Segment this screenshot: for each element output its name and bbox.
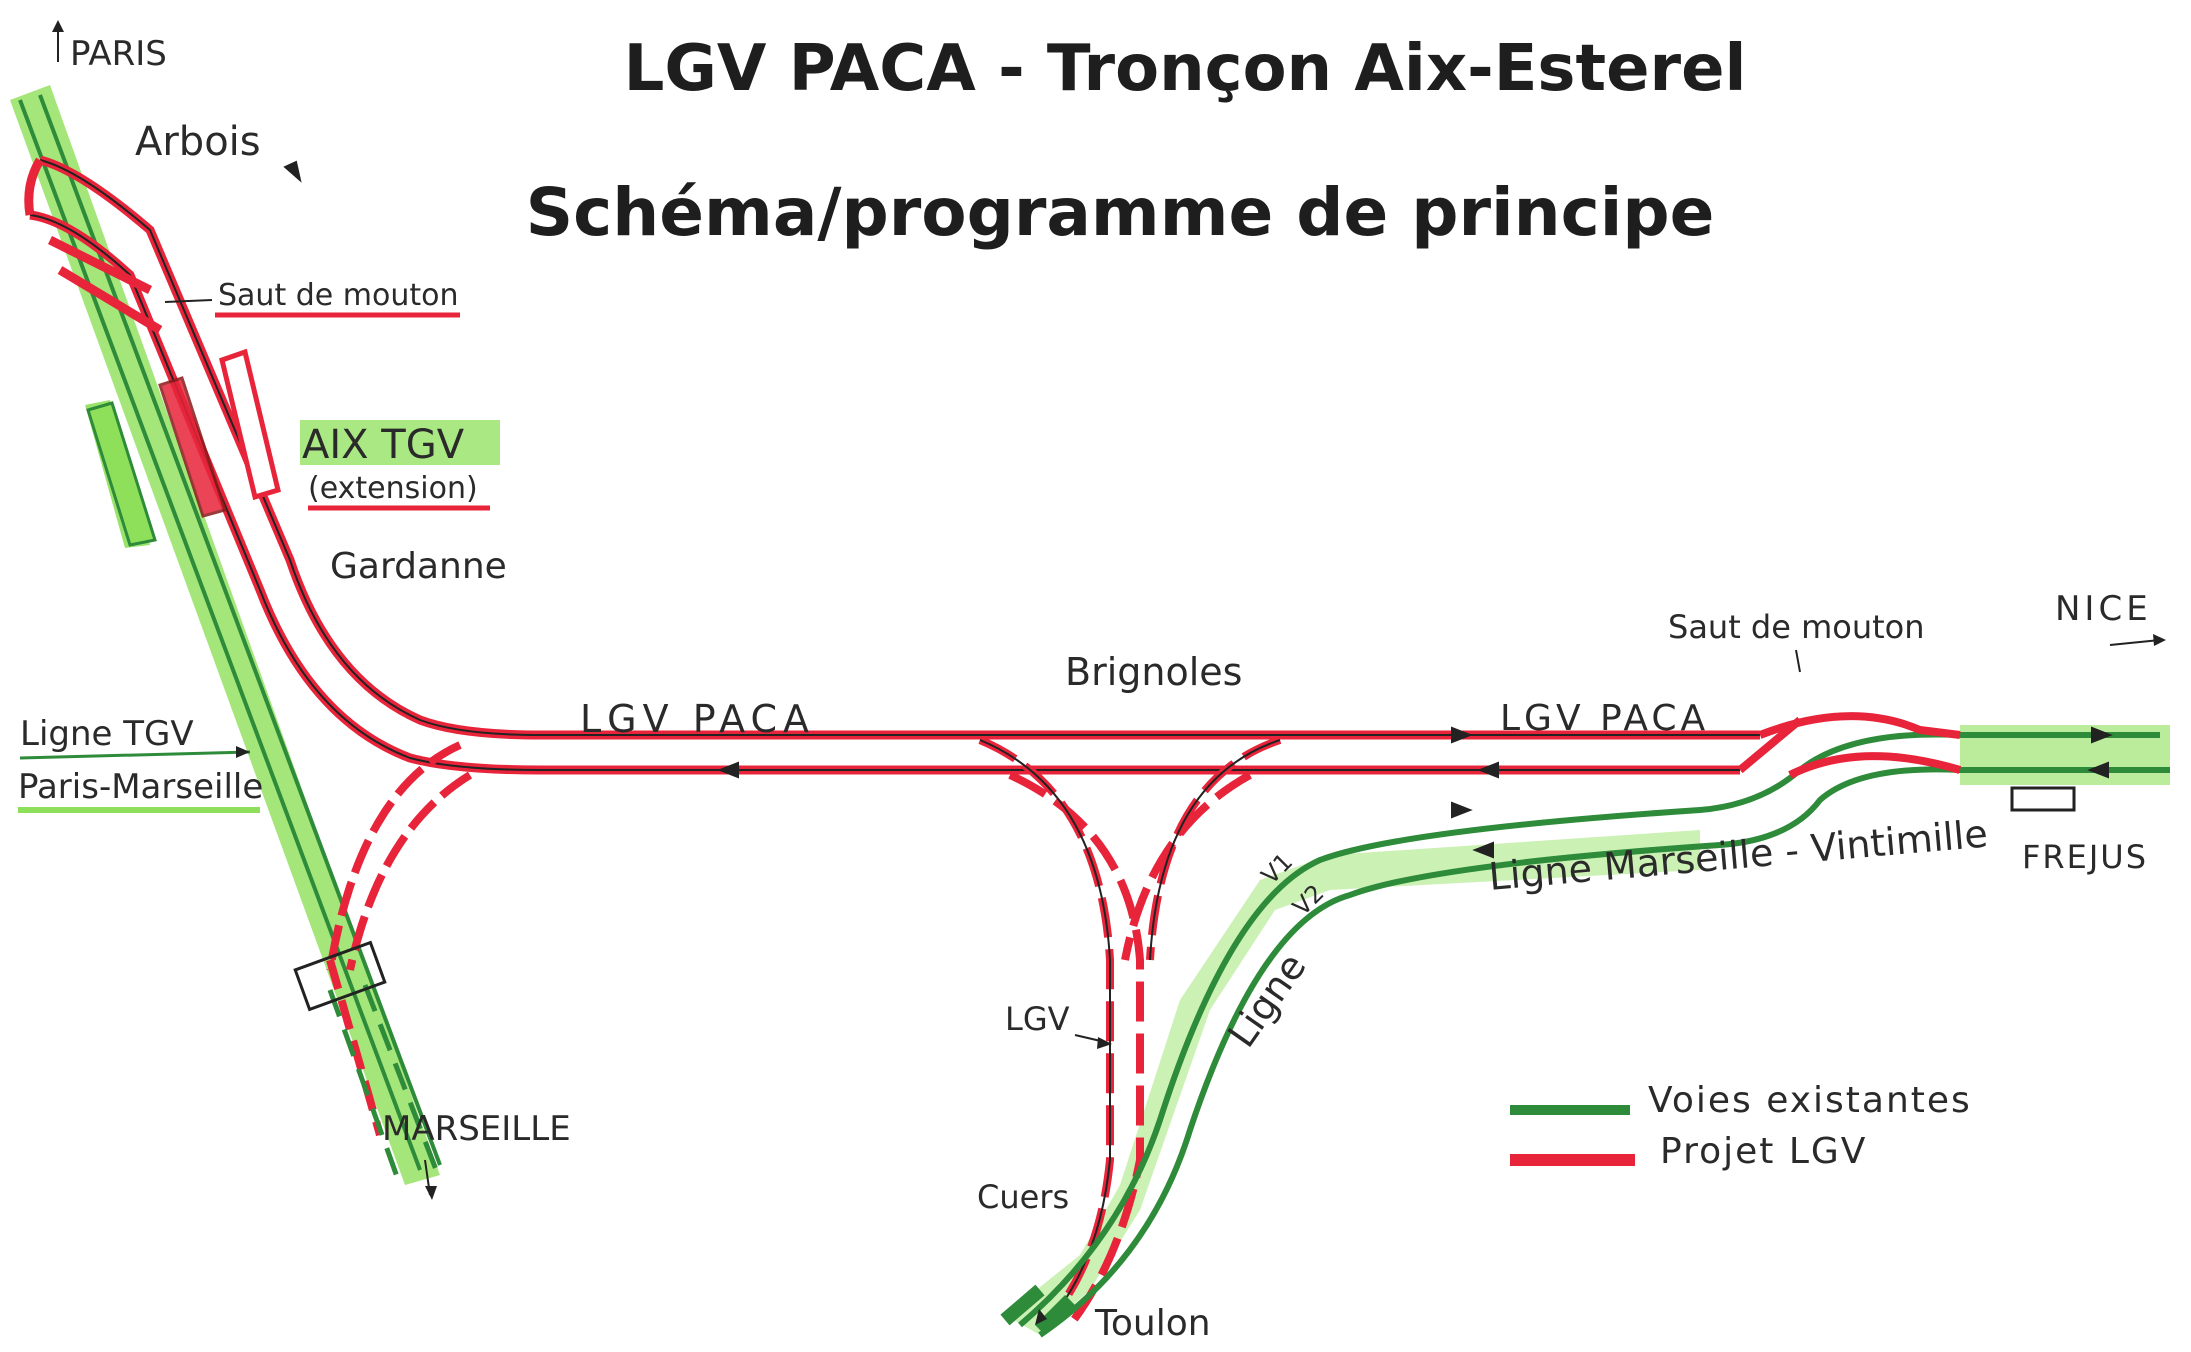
direction-arrows [283,160,2113,859]
label-gardanne: Gardanne [330,546,507,587]
label-frejus: FREJUS [2022,838,2148,876]
label-cuers: Cuers [977,1178,1069,1216]
label-toulon: Toulon [1094,1303,1211,1344]
legend-existing-label: Voies existantes [1648,1080,1972,1121]
lgv-paca-main [29,155,1760,775]
frejus-crossover [1737,712,1962,779]
aix-tgv-platforms [86,348,281,547]
nice-arrow-icon [2153,634,2166,646]
label-ligne-marseille-vintimille: Ligne Marseille - Vintimille [1487,812,1989,899]
diagram-subtitle: Schéma/programme de principe [526,174,1715,251]
label-ligne-tgv: Ligne TGV [20,714,194,754]
legend: Voies existantes Projet LGV [1510,1080,1972,1172]
aix-tgv-highlight [300,420,500,465]
legend-project-label: Projet LGV [1660,1131,1867,1172]
toulon-branch [978,736,1282,1328]
label-aix-tgv: AIX TGV [302,422,465,468]
label-extension: (extension) [308,471,478,506]
toulon-arrow-icon [1035,1309,1047,1325]
frejus-station-box [2010,786,2076,812]
label-brignoles: Brignoles [1065,650,1242,694]
arbois-connection [24,157,163,334]
label-arbois: Arbois [135,119,261,165]
label-nice: NICE [2055,589,2152,629]
label-lgv-paca-right: LGV PACA [1500,698,1709,739]
label-marseille: MARSEILLE [382,1109,571,1149]
label-lgv-paca-left: LGV PACA [580,697,815,741]
label-saut-mouton-right: Saut de mouton [1668,608,1925,646]
marseille-connection [326,741,473,1137]
label-paris: PARIS [70,34,167,74]
lgv-arrow-icon [1097,1037,1112,1049]
marseille-extension [327,984,443,1186]
marseille-arrow-icon [425,1186,437,1200]
label-saut-mouton-left: Saut de mouton [218,278,459,313]
label-paris-marseille: Paris-Marseille [18,767,263,807]
label-lgv: LGV [1005,1000,1070,1038]
toulon-green-stub [1000,1284,1075,1335]
diagram-title: LGV PACA - Tronçon Aix-Esterel [624,32,1747,106]
marseille-junction-box [293,940,387,1012]
paris-arrowhead-icon [52,20,64,32]
